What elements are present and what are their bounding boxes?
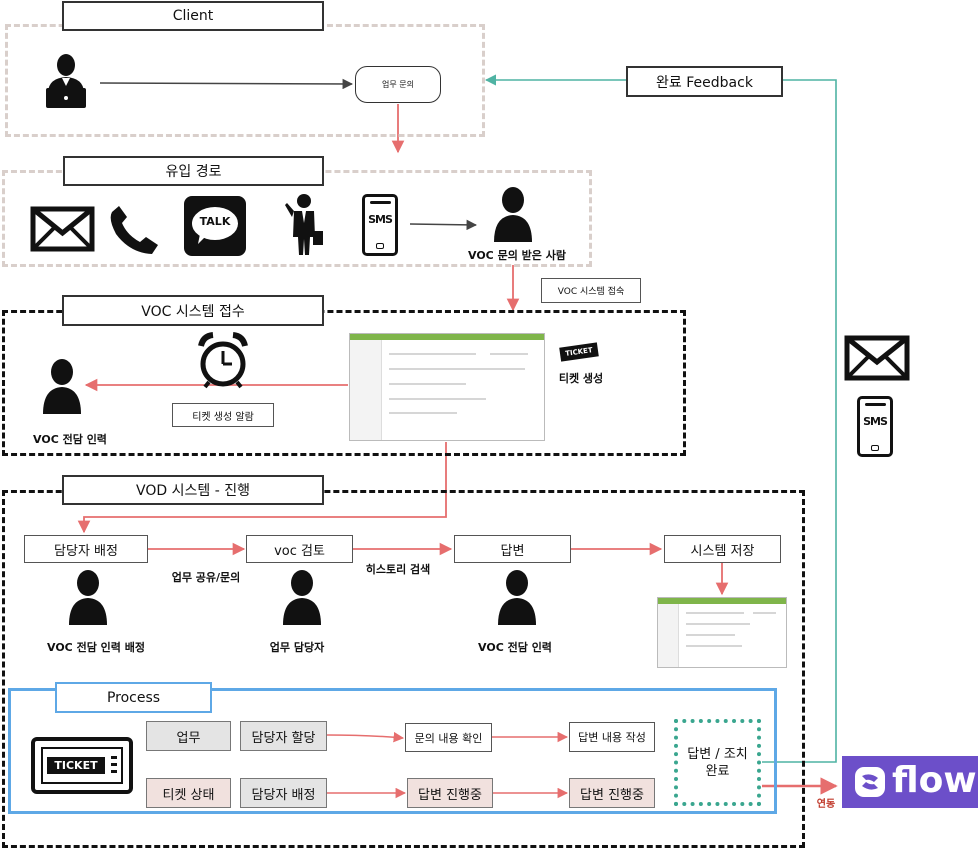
proc-assign-manager: 담당자 할당 [240, 721, 327, 751]
ticket-large-icon: TICKET [31, 737, 133, 794]
ticket-alarm-note: 티켓 생성 알람 [172, 403, 274, 427]
client-person-laptop-icon [46, 54, 86, 108]
voc-system-header: VOC 시스템 접수 [62, 295, 324, 326]
voc-person-label: VOC 전담 인력 [33, 433, 107, 446]
client-header: Client [62, 1, 324, 31]
proc-ticket-status: 티켓 상태 [146, 778, 231, 808]
arrow-client-to-inquiry [99, 78, 354, 90]
flow-mark-icon [855, 767, 885, 797]
step-answer: 답변 [454, 535, 571, 563]
receiver-label: VOC 문의 받은 사람 [468, 249, 566, 262]
feedback-box: 완료 Feedback [626, 66, 783, 97]
talk-label: TALK [199, 215, 231, 228]
inflow-header: 유입 경로 [63, 156, 324, 186]
feedback-sms-label: SMS [863, 415, 888, 428]
answer-person-icon [498, 570, 536, 625]
visitor-person-icon [285, 194, 323, 255]
process-region [8, 688, 777, 814]
vod-system-region [2, 490, 805, 848]
arrow-proc-r1-1 [326, 731, 405, 743]
manager-person-icon [283, 570, 321, 625]
kakaotalk-icon: TALK [184, 196, 246, 256]
email-icon [30, 206, 95, 252]
proc-answer-complete: 답변 / 조치 완료 [674, 719, 761, 806]
proc-check-inquiry: 문의 내용 확인 [405, 723, 492, 752]
ticket-create-label: 티켓 생성 [558, 372, 604, 385]
voc-system-region [2, 310, 686, 456]
answer-person-label: VOC 전담 인력 [478, 641, 552, 654]
step-assign: 담당자 배정 [24, 535, 148, 563]
manager-person-label: 업무 담당자 [269, 641, 325, 654]
proc-manager-assigned: 담당자 배정 [240, 778, 327, 808]
voc-receipt-note: VOC 시스템 접숙 [541, 278, 641, 303]
ticket-large-label: TICKET [47, 757, 105, 774]
feedback-sms-icon: SMS [857, 396, 893, 457]
flow-logo-text: flow [892, 760, 977, 801]
flow-logo: flow [842, 756, 978, 808]
proc-write-answer: 답변 내용 작성 [569, 722, 655, 752]
assign-person-icon [69, 570, 107, 625]
feedback-email-icon [844, 335, 910, 381]
process-header: Process [55, 682, 212, 713]
proc-answer-in-progress-2: 답변 진행중 [569, 778, 655, 808]
vod-system-header: VOD 시스템 - 진행 [62, 475, 324, 505]
sms-phone-icon: SMS [362, 194, 398, 256]
alarm-clock-icon [198, 332, 248, 389]
inquiry-bubble: 업무 문의 [355, 66, 441, 103]
phone-icon [110, 206, 158, 254]
proc-answer-in-progress-1: 답변 진행중 [407, 778, 493, 808]
edge-label-share: 업무 공유/문의 [171, 571, 241, 584]
arrow-sms-to-receiver [409, 219, 478, 231]
step-save: 시스템 저장 [664, 535, 781, 563]
saved-system-screenshot [657, 597, 787, 668]
arrow-to-assign [77, 442, 447, 534]
receiver-person-icon [494, 187, 532, 242]
voc-person-icon [43, 359, 81, 414]
voc-system-screenshot [349, 333, 545, 441]
assign-person-label: VOC 전담 인력 배정 [47, 641, 145, 654]
flow-link-label: 연동 [816, 799, 836, 810]
sms-label: SMS [368, 213, 393, 226]
edge-label-history: 히스토리 검색 [365, 563, 431, 576]
step-review: voc 검토 [246, 535, 353, 563]
proc-task: 업무 [146, 721, 231, 751]
